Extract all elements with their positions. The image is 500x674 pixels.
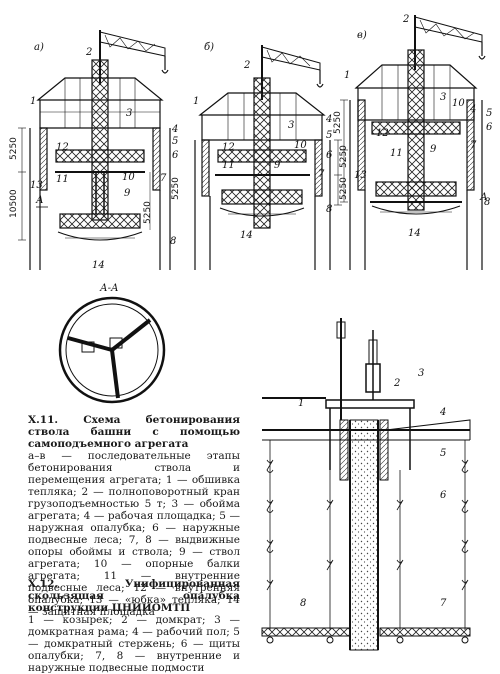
- fig12-num-6: 6: [440, 490, 447, 501]
- fig12-num-5: 5: [440, 448, 446, 459]
- dim-10500-a: 10500: [9, 189, 19, 218]
- num-6-b: 6: [326, 150, 333, 161]
- num-12-b: 12: [222, 142, 235, 153]
- figure-drawing: а) б) в) 2 2 2 1 1 1 3 3 3 4 4 4 5 5 5 6…: [9, 14, 493, 651]
- num-13-a: 13: [30, 180, 43, 191]
- num-10-c: 10: [452, 98, 465, 109]
- dim-5250-b2: 5250: [339, 177, 349, 200]
- dim-5250-a-right: 5250: [143, 201, 153, 224]
- fig11-title: Х.11. Схема бетонирования ствола башни с…: [28, 414, 240, 450]
- num-1-c: 1: [344, 70, 350, 81]
- num-2-a: 2: [85, 47, 92, 58]
- num-12-c: 12: [376, 128, 389, 139]
- fig12-drawing: [261, 318, 471, 651]
- num-11-b: 11: [222, 160, 235, 171]
- num-1-a: 1: [30, 96, 36, 107]
- num-13-c: 13: [354, 170, 367, 181]
- panel-c-label: в): [357, 30, 367, 41]
- panel-a-label: а): [34, 42, 44, 53]
- num-3-a: 3: [126, 108, 132, 119]
- section-a-a-drawing: [58, 296, 166, 404]
- panel-a: [18, 30, 171, 270]
- num-6-a: 6: [172, 150, 179, 161]
- fig12-num-8: 8: [300, 598, 306, 609]
- fig12-labels: 1 2 3 4 5 6 7 8: [298, 368, 447, 609]
- num-1-b: 1: [193, 96, 199, 107]
- fig12-caption: Х.12. Унифицированная скользящая опалубк…: [28, 578, 240, 674]
- num-4-b: 4: [325, 114, 332, 125]
- fig12-title-num: Х.12.: [28, 578, 59, 590]
- fig12-num-1: 1: [298, 398, 304, 409]
- num-9-a: 9: [124, 188, 131, 199]
- fig12-caption-text: 1 — козырек; 2 — домкрат; 3 — домкратная…: [28, 614, 240, 674]
- num-8-c: 8: [484, 197, 490, 208]
- fig11-title-text: Схема бетонирования ствола башни с помощ…: [28, 414, 241, 450]
- num-5-b: 5: [326, 130, 332, 141]
- num-14-c: 14: [408, 228, 421, 239]
- dim-5250-b: 5250: [339, 145, 349, 168]
- fig11-caption: Х.11. Схема бетонирования ствола башни с…: [28, 414, 240, 618]
- num-3-c: 3: [440, 92, 446, 103]
- num-7-a: 7: [160, 173, 167, 184]
- num-4-c: 4: [469, 104, 476, 115]
- panel-b: [194, 45, 342, 270]
- fig12-title-text: Унифицированная скользящая опалубка конс…: [28, 578, 240, 614]
- num-5-a: 5: [172, 136, 178, 147]
- fig11-caption-text: а–в — последовательные этапы бетонирован…: [28, 450, 240, 618]
- panel-b-label: б): [204, 42, 214, 53]
- num-5-c: 5: [486, 108, 492, 119]
- num-12-a: 12: [56, 142, 69, 153]
- num-10-b: 10: [294, 140, 307, 151]
- fig11-labels: а) б) в) 2 2 2 1 1 1 3 3 3 4 4 4 5 5 5 6…: [9, 14, 493, 294]
- fig12-num-3: 3: [418, 368, 424, 379]
- dim-5250-a-right2: 5250: [171, 177, 181, 200]
- num-9-c: 9: [430, 144, 437, 155]
- num-2-b: 2: [243, 60, 250, 71]
- num-8-a: 8: [170, 236, 176, 247]
- fig11-title-num: Х.11.: [28, 414, 59, 426]
- fig12-num-4: 4: [439, 407, 446, 418]
- num-10-a: 10: [122, 172, 135, 183]
- section-mark-a-right: А: [479, 192, 488, 203]
- num-2-c: 2: [402, 14, 409, 25]
- fig12-num-2: 2: [393, 378, 400, 389]
- num-7-b: 7: [318, 169, 325, 180]
- num-11-c: 11: [390, 148, 403, 159]
- fig12-title: Х.12. Унифицированная скользящая опалубк…: [28, 578, 240, 614]
- fig12-num-7: 7: [440, 598, 447, 609]
- num-3-b: 3: [288, 120, 294, 131]
- panel-c: [340, 15, 486, 270]
- num-4-a: 4: [171, 124, 178, 135]
- num-14-b: 14: [240, 230, 253, 241]
- num-6-c: 6: [486, 122, 493, 133]
- num-11-a: 11: [56, 174, 69, 185]
- num-8-b: 8: [326, 204, 332, 215]
- num-7-c: 7: [470, 140, 477, 151]
- section-mark-a-left: А: [35, 195, 44, 206]
- section-a-a-label: А-А: [99, 283, 119, 294]
- dim-5250-c: 5250: [333, 111, 343, 134]
- num-14-a: 14: [92, 260, 105, 271]
- num-9-b: 9: [274, 160, 281, 171]
- dim-5250-a: 5250: [9, 137, 19, 160]
